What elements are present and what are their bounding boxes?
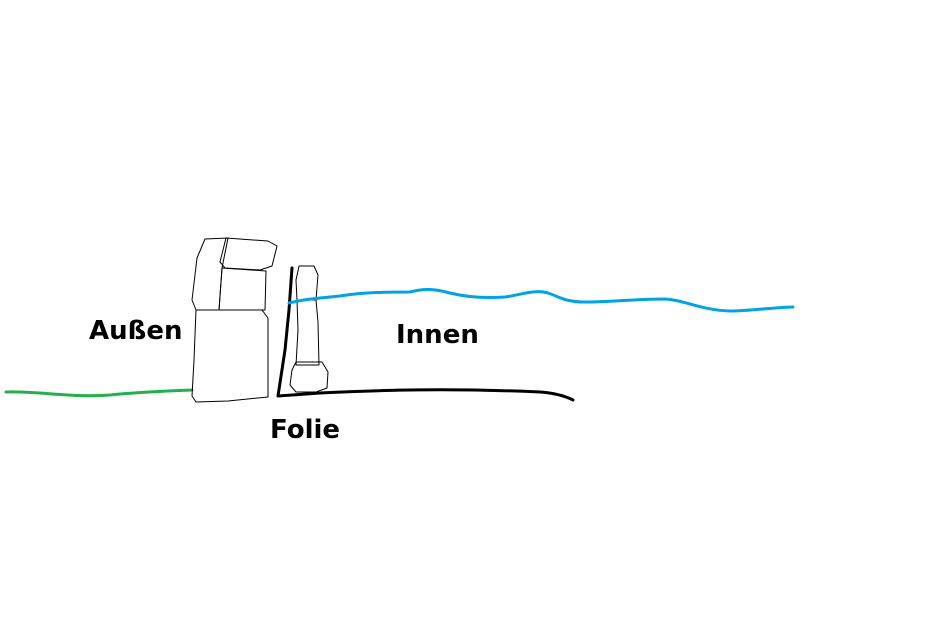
stone-top-left	[191, 237, 229, 311]
stone-bottom	[191, 309, 269, 403]
water-line	[287, 288, 795, 313]
inner-stone-base	[289, 361, 329, 393]
inner-stone-top	[295, 265, 319, 301]
outer-stone-wall	[191, 237, 278, 403]
label-film: Folie	[270, 415, 341, 445]
stone-middle	[218, 267, 267, 311]
inner-stone-column	[289, 265, 329, 393]
ground-line	[4, 388, 194, 398]
stone-top-right	[219, 237, 278, 271]
inner-stone-mid	[295, 299, 320, 366]
label-inside: Innen	[396, 320, 479, 350]
film-line	[276, 266, 575, 402]
label-outside: Außen	[89, 316, 183, 346]
